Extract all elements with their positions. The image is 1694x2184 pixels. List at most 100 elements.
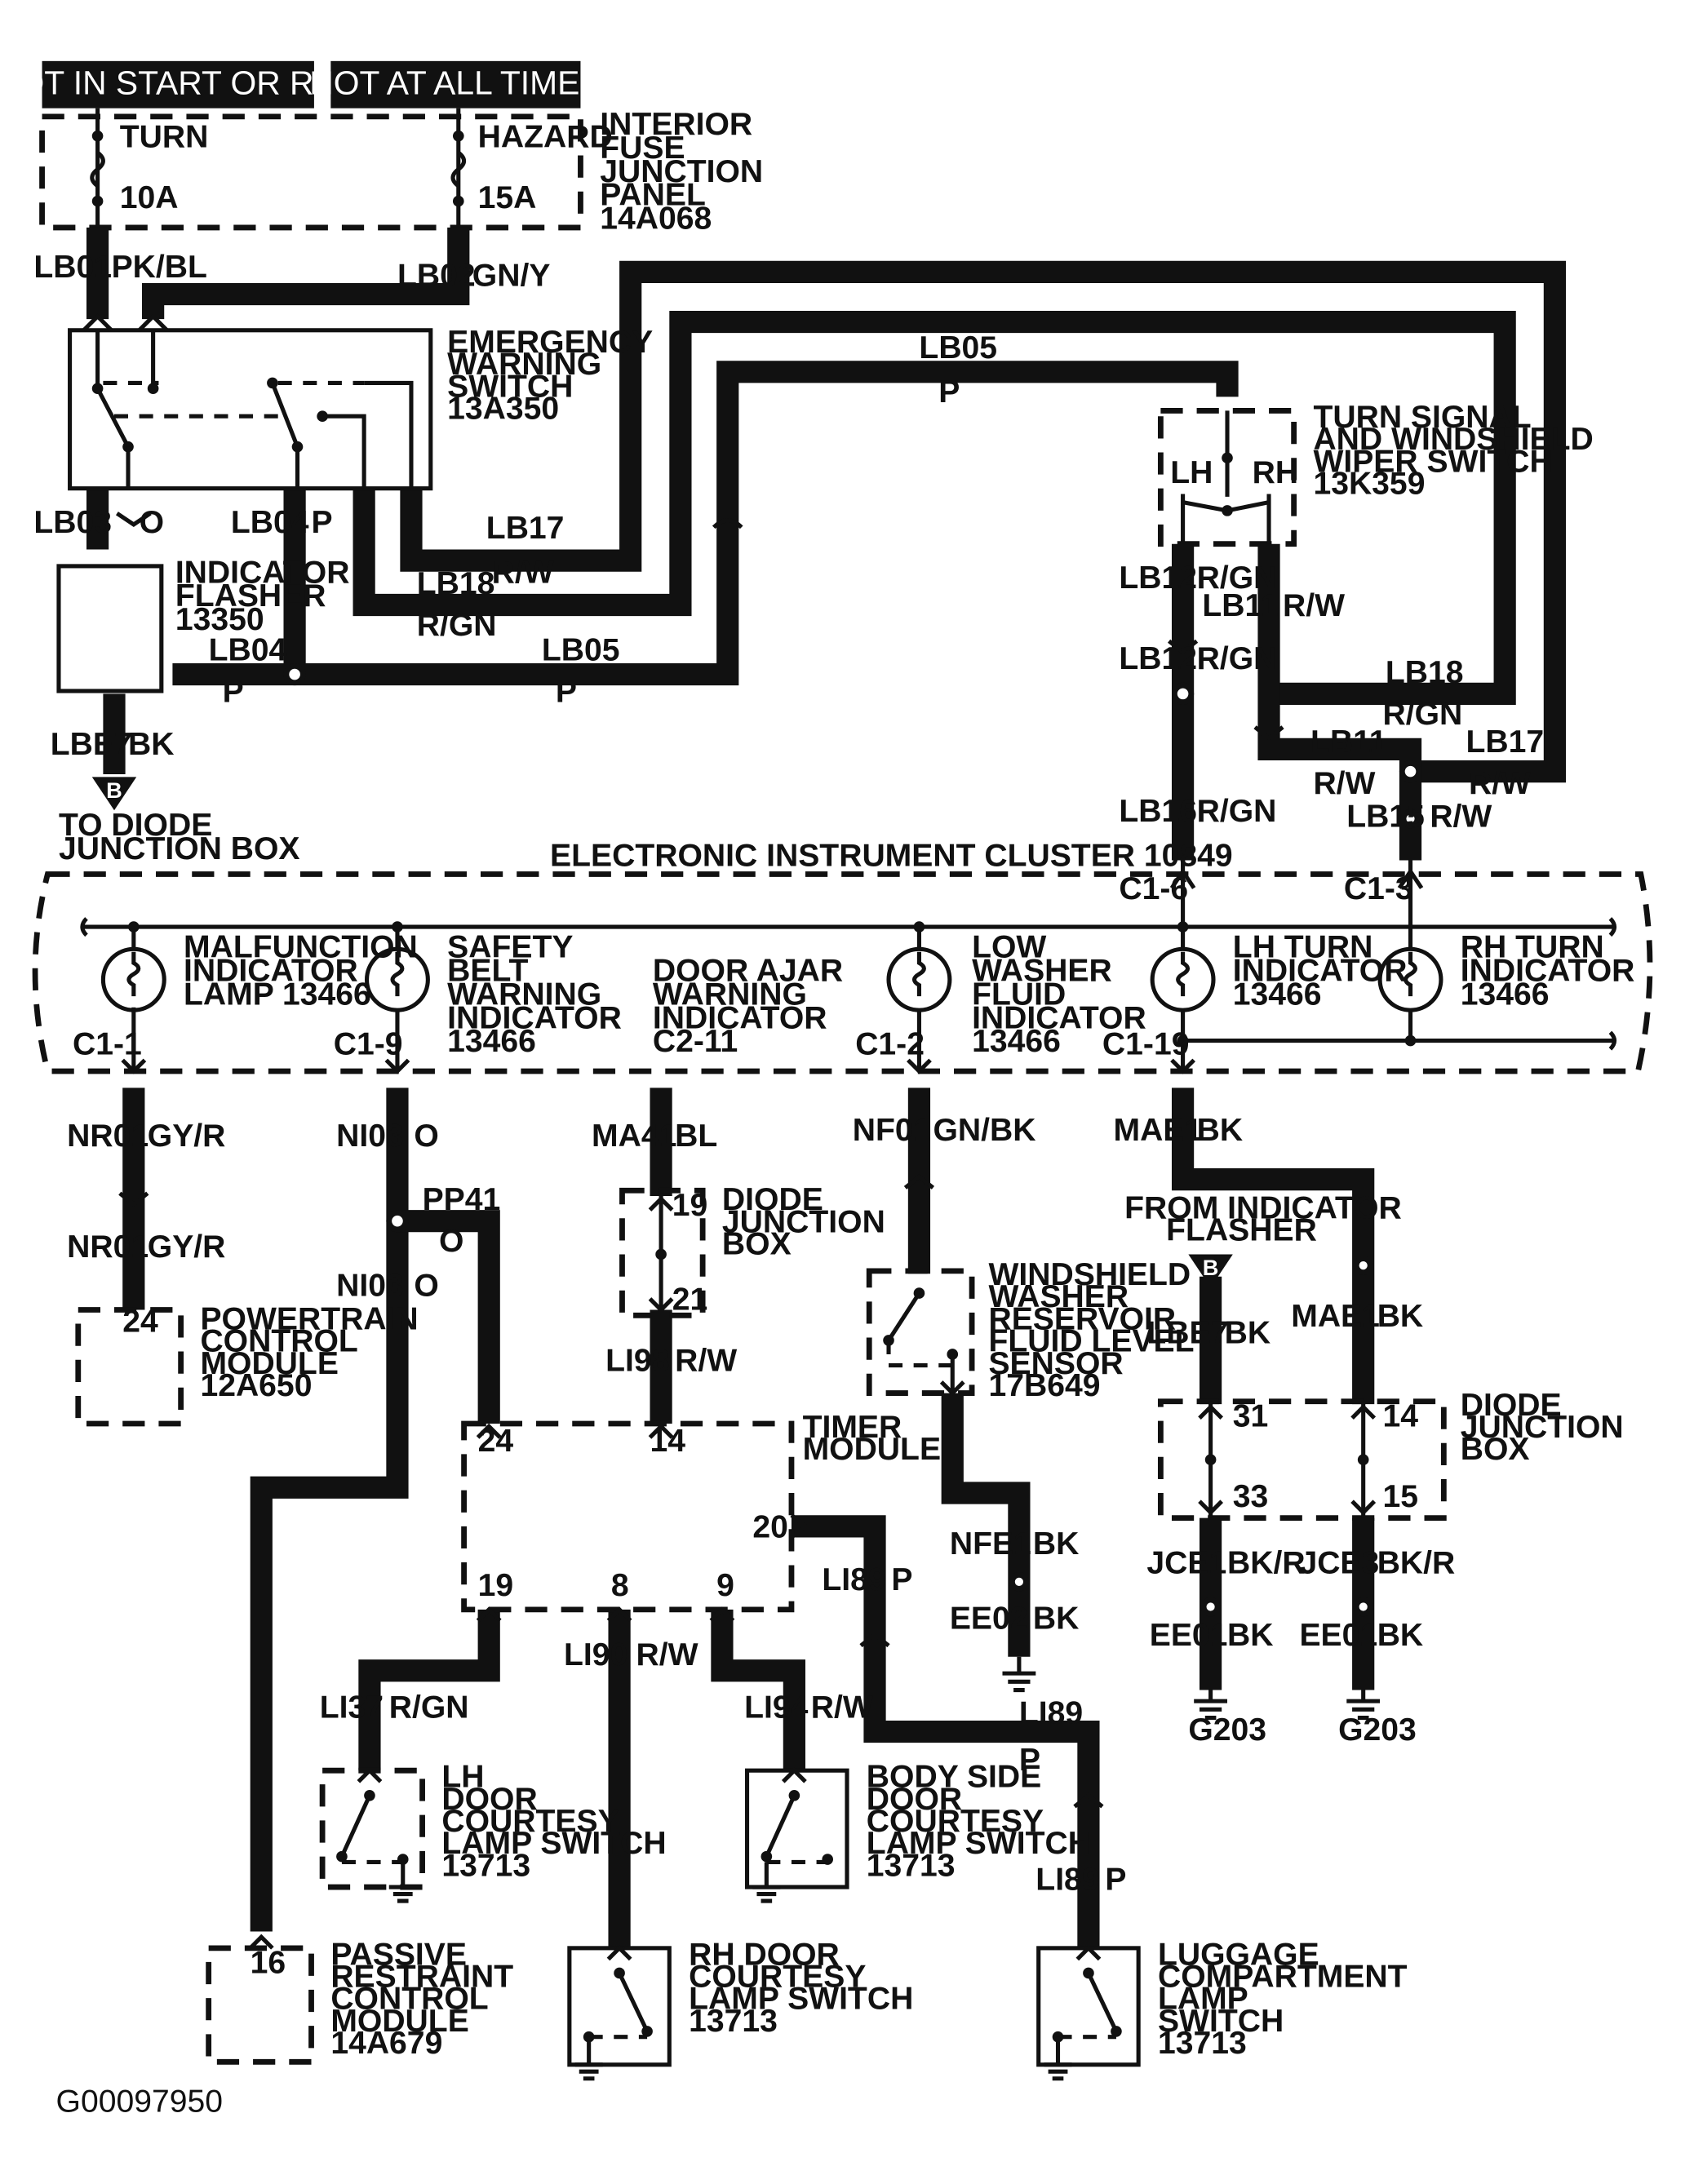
diode-box-label: JUNCTION [722,1204,885,1239]
rh-door-label: RH DOOR [689,1937,840,1972]
washer-sensor-label: 17B649 [988,1368,1100,1403]
wire-color: O [439,1224,463,1259]
emergency-switch-label: EMERGENCY [447,325,653,360]
diode-box2-label: BOX [1461,1432,1530,1467]
ground-symbols: G203 G203 [1002,1656,1417,1748]
pin-label: 19 [478,1568,514,1603]
crossover-lb05 [712,518,743,529]
wire-color: BK [1225,1315,1271,1350]
wire-label: LB03 [33,505,112,540]
turn-fuse-icon [90,151,105,188]
diode-junction-box-door: 19 21 DIODE JUNCTION BOX [619,1182,885,1318]
body-side-label: COURTESY [867,1804,1044,1839]
washer-sensor-outline [866,1268,975,1396]
turn-switch-label: WIPER SWITCH [1313,444,1552,479]
connector-nr01 [118,1191,149,1207]
wire-color: P [891,1562,912,1597]
wire-label: NI03 [336,1119,404,1154]
splice-pp41 [386,1210,409,1233]
emergency-switch-input-connectors [82,313,169,332]
wire-label: LB05 [542,633,620,668]
wire-bundle [86,227,1566,1948]
wire-label: MA41 [592,1119,676,1154]
low-washer-label: WASHER [972,953,1112,988]
luggage-label: SWITCH [1158,2004,1284,2039]
pcm-label: 12A650 [200,1368,312,1403]
wire-labels-middle: NR01 GY/R NR01 GY/R NI03 O PP41 O NI03 O… [67,1113,1455,1897]
prcm-label: 14A679 [330,2026,442,2061]
pin-label: 8 [611,1568,629,1603]
splice-nfe1 [1009,1571,1029,1592]
luggage-compartment-switch: LUGGAGE COMPARTMENT LAMP SWITCH 13713 [1036,1937,1408,2081]
wire-label: LB05 [919,330,997,365]
wire-label: LB18 [417,566,495,601]
turn-signal-switch: LH RH TURN SIGNAL AND WINDSHIELD WIPER S… [1157,400,1594,547]
connector-li89-2 [1073,1792,1104,1809]
wire-lb02 [142,227,470,320]
wire-label: LI37 [320,1690,384,1725]
wire-label: LI90 [564,1637,627,1672]
lh-turn-label: INDICATOR [1233,953,1408,988]
mil-label: INDICATOR [184,953,358,988]
timer-module: 24 14 20 19 8 9 TIMER MODULE [461,1410,941,1623]
ground-label: G203 [1188,1712,1266,1748]
turn-switch-rh-label: RH [1253,455,1299,490]
connector-c1-3 [1397,860,1424,950]
wire-color: P [1019,1743,1040,1778]
flasher-label: FLASHER [175,578,326,614]
wire-color: P [1105,1862,1126,1897]
prcm-outline [206,1945,314,2065]
wire-color: BK [1033,1601,1080,1637]
luggage-label: COMPARTMENT [1158,1959,1408,1994]
door-ajar-label: WARNING [653,977,807,1012]
wire-color: BK [1033,1526,1080,1562]
wire-lb18 [353,310,1516,705]
electronic-instrument-cluster: ELECTRONIC INSTRUMENT CLUSTER 10849 C1-6… [32,838,1653,1074]
pin-label: 20 [752,1509,788,1544]
turn-fuse-rating: 10A [120,180,179,215]
wire-color: GN/BK [933,1113,1035,1148]
rh-door-label: LAMP SWITCH [689,1982,913,2017]
rh-turn-label: INDICATOR [1461,953,1635,988]
seatbelt-label: 13466 [447,1024,536,1059]
ground-icon [388,1859,417,1903]
emergency-switch-label: WARNING [447,347,601,382]
turn-switch-lh-label: LH [1170,455,1213,490]
wire-color: R/GN [1382,697,1462,732]
ground-icon [1194,1690,1228,1721]
low-washer-label: FLUID [972,977,1066,1012]
rh-turn-lamp [1377,946,1443,1047]
passive-restraint-control-module: 16 PASSIVE RESTRAINT CONTROL MODULE 14A6… [206,1934,513,2065]
wire-label: MAE1 [1291,1299,1380,1334]
wire-label: LB12 [1119,641,1197,676]
luggage-label: LUGGAGE [1158,1937,1319,1972]
pin-label: 24 [122,1305,158,1340]
wire-color: BL [675,1119,717,1154]
pin-label: 31 [1233,1398,1269,1433]
wire-label: LB04 [209,633,287,668]
splices [115,512,1422,1809]
wire-label: LI89 [822,1562,885,1597]
ground-icon [1044,2036,1072,2081]
wire-color: R/W [1430,800,1492,835]
splice-lb15 [1400,808,1421,829]
wire-label: NF01 [853,1113,931,1148]
wire-label: JCE1 [1146,1546,1226,1581]
wire-color: P [938,374,960,410]
wire-li89 [791,1515,1100,1948]
connector-lb03 [115,512,152,527]
hot-all-times-label-bg [330,60,581,109]
splice-mae1 [1353,1256,1373,1276]
wire-label: LI94 [744,1690,809,1725]
wire-label: LB11 [1202,588,1278,623]
splice-jce1 [1200,1597,1221,1617]
wire-color: GN/Y [472,258,551,293]
body-side-label: BODY SIDE [867,1760,1041,1795]
wire-color: R/GN [1197,560,1277,596]
ground-icon [1002,1656,1036,1693]
from-flasher-label: FROM INDICATOR [1124,1190,1402,1225]
lh-turn-label: 13466 [1233,977,1322,1012]
wire-color: O [140,505,164,540]
wire-label: NR01 [67,1119,149,1154]
wire-color: GY/R [148,1229,226,1265]
